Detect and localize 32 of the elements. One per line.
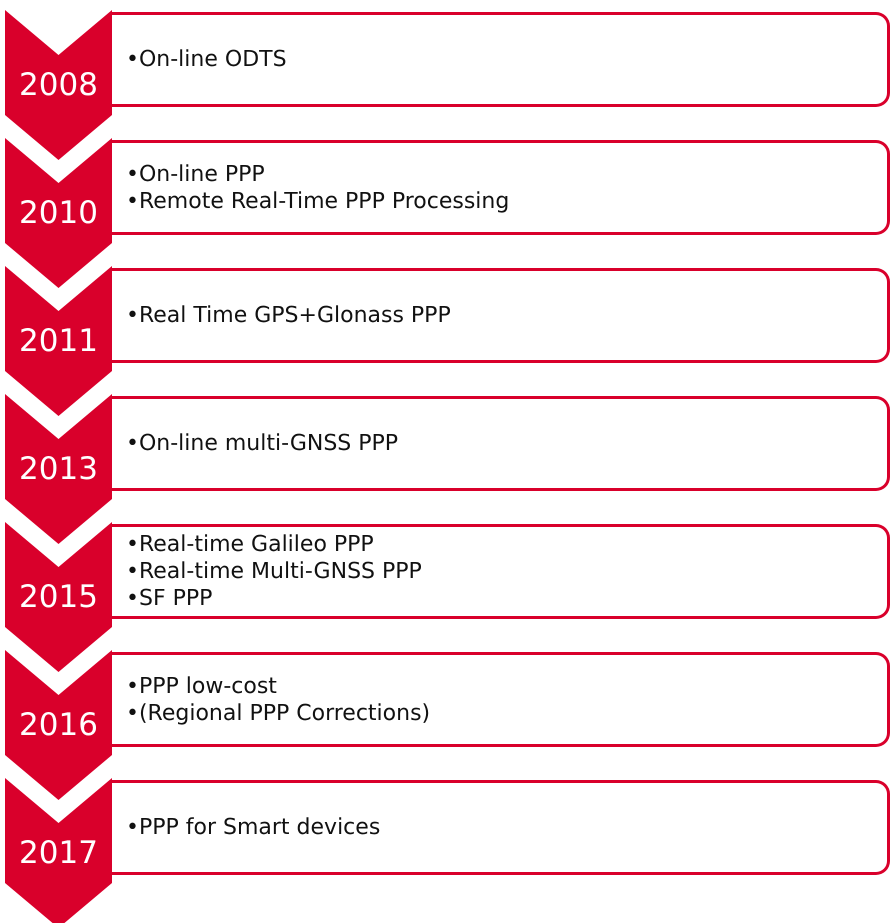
chevron-shape (5, 522, 112, 672)
bullet-item: •PPP low-cost (126, 672, 277, 700)
chevron-shape (5, 138, 112, 288)
year-label: 2010 (18, 195, 99, 231)
chevron-shape (5, 10, 112, 160)
text-panel (112, 268, 890, 363)
chevron-shape (5, 650, 112, 800)
chevron-shape (5, 394, 112, 544)
bullet-item: •On-line ODTS (126, 46, 287, 73)
bullet-item: •Remote Real-Time PPP Processing (126, 188, 510, 214)
text-panel (112, 140, 890, 235)
bullet-item: •Real-time Galileo PPP (126, 531, 374, 558)
year-label: 2013 (18, 451, 99, 487)
year-label: 2017 (18, 835, 99, 871)
year-label: 2015 (18, 579, 99, 615)
bullet-item: •PPP for Smart devices (126, 814, 380, 841)
bullet-item: •Real Time GPS+Glonass PPP (126, 302, 451, 329)
bullet-item: •On-line multi-GNSS PPP (126, 430, 398, 457)
chevron-shape (5, 266, 112, 416)
text-panel (112, 12, 890, 107)
year-label: 2008 (18, 67, 99, 103)
year-label: 2011 (18, 323, 99, 359)
bullet-item: •Real-time Multi-GNSS PPP (126, 558, 422, 585)
text-panel (112, 396, 890, 491)
year-label: 2016 (18, 707, 99, 743)
chevron-shape (5, 778, 112, 923)
text-panel (112, 652, 890, 747)
bullet-item: •(Regional PPP Corrections) (126, 700, 430, 726)
bullet-item: •On-line PPP (126, 160, 265, 188)
text-panel (112, 780, 890, 875)
text-panel (112, 524, 890, 619)
bullet-item: •SF PPP (126, 585, 212, 612)
